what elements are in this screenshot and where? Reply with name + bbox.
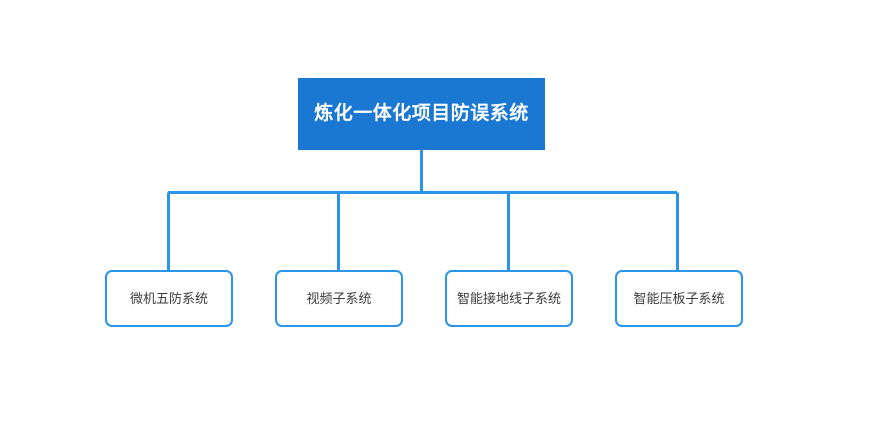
child-node-1-label: 微机五防系统	[129, 290, 208, 306]
root-node[interactable]: 炼化一体化项目防误系统	[298, 78, 545, 150]
child-node-2-label: 视频子系统	[306, 290, 372, 306]
child-node-4-label: 智能压板子系统	[633, 290, 725, 306]
child-node-2[interactable]: 视频子系统	[275, 270, 403, 327]
root-node-label: 炼化一体化项目防误系统	[314, 102, 529, 124]
child-node-4[interactable]: 智能压板子系统	[615, 270, 743, 327]
child-node-3-label: 智能接地线子系统	[456, 290, 561, 306]
child-node-3[interactable]: 智能接地线子系统	[445, 270, 573, 327]
child-node-1[interactable]: 微机五防系统	[105, 270, 233, 327]
